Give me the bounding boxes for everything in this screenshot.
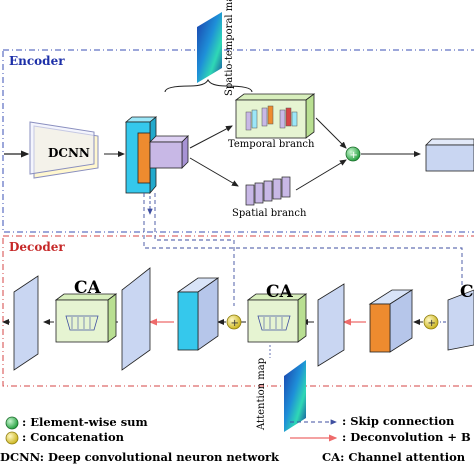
element-wise-sum-node: [345, 146, 361, 162]
decoder-upsample-block: [317, 283, 345, 367]
legend-sum-icon: [5, 416, 19, 430]
legend-dcnn-definition: DCNN: Deep convolutional neuron network: [0, 450, 280, 464]
encoder-frame: [2, 49, 474, 233]
legend-ca-definition: CA: Channel attention: [322, 450, 466, 464]
spatio-temporal-map-label: Spatio-temporal map: [224, 0, 235, 96]
temporal-branch-layers-icon: [245, 105, 298, 131]
spatial-branch-block: [245, 176, 291, 206]
attention-map-label: Attention map: [256, 357, 267, 430]
brace-icon: [164, 78, 253, 93]
ca-label-3: C: [460, 282, 474, 302]
decoder-output-block: [13, 275, 39, 371]
orange-feature-block: [137, 132, 151, 184]
legend-skip-text: : Skip connection: [342, 414, 455, 428]
svg-text:+: +: [350, 150, 358, 161]
ca-label-1: CA: [74, 278, 101, 298]
purple-feature-block: [149, 135, 189, 143]
dcnn-label: DCNN: [48, 146, 90, 160]
temporal-branch-block: [234, 93, 316, 101]
attention-map-image: [284, 360, 306, 432]
decoder-upsample-block-2: [121, 267, 151, 371]
encoder-output-block: [425, 138, 474, 146]
ca-label-2: CA: [266, 282, 293, 302]
skip-connection-mid: [154, 193, 235, 306]
svg-text:+: +: [428, 318, 436, 329]
decoder-label: Decoder: [9, 240, 65, 254]
temporal-branch-label: Temporal branch: [228, 139, 315, 150]
encoder-label: Encoder: [9, 54, 65, 68]
legend-concat-text: : Concatenation: [22, 430, 125, 444]
legend-deconv-text: : Deconvolution + B: [342, 430, 471, 444]
svg-text:+: +: [231, 318, 239, 329]
decoder-frame: [2, 235, 474, 387]
legend-sum-text: : Element-wise sum: [22, 415, 148, 429]
decoder-input-block: [447, 289, 474, 351]
concatenation-node-2: [226, 314, 242, 330]
legend-concat-icon: [5, 431, 19, 445]
skip-connection-long: [143, 193, 465, 323]
spatial-branch-label: Spatial branch: [232, 208, 307, 219]
concatenation-node: [423, 314, 439, 330]
spatio-temporal-map-image: [197, 12, 222, 83]
